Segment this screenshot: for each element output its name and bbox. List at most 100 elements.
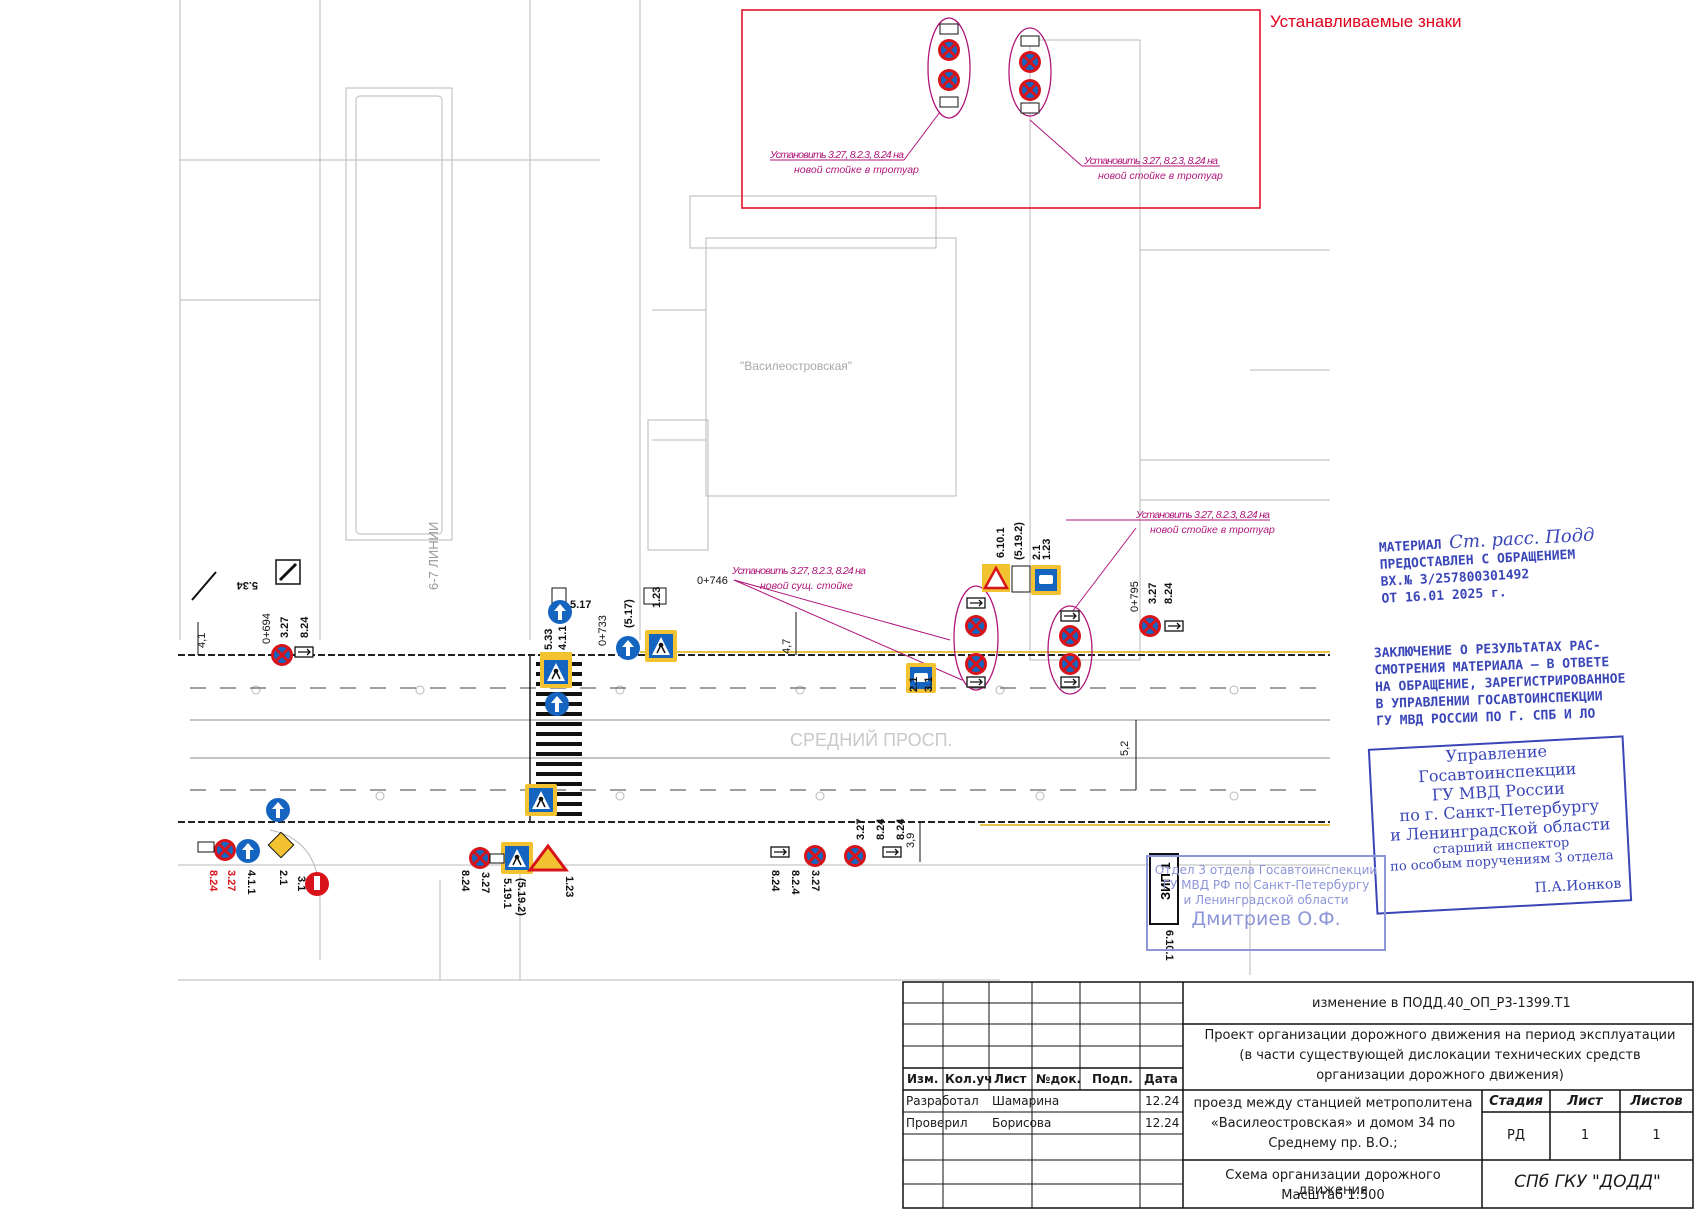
svg-text:2.1: 2.1 <box>908 677 920 692</box>
chainage-0694: 0+694 <box>261 613 273 644</box>
chainage-0733: 0+733 <box>597 615 609 646</box>
svg-text:8.24: 8.24 <box>875 818 887 840</box>
sign-group-ellipse-1 <box>953 585 999 691</box>
svg-text:3.27: 3.27 <box>855 819 867 840</box>
svg-text:2.1: 2.1 <box>277 870 289 885</box>
svg-text:3.1: 3.1 <box>923 677 935 692</box>
svg-text:8.2.4: 8.2.4 <box>789 870 801 895</box>
header-izm: Изм. <box>907 1072 939 1086</box>
sign-group-crossing-bottom <box>467 783 569 875</box>
note-new-pole-2: Установить 3.27, 8.2.3, 8.24 на <box>1083 155 1218 167</box>
metro-station-label: "Василеостровская" <box>740 359 852 373</box>
svg-text:новой сущ. стойке: новой сущ. стойке <box>760 580 853 592</box>
sign-group-123-517 <box>982 564 1061 595</box>
sheet-value: 1 <box>1580 1128 1590 1143</box>
header-list: Лист <box>994 1072 1027 1086</box>
stage-value: РД <box>1507 1128 1525 1143</box>
date-checked: 12.24 <box>1145 1116 1180 1130</box>
stage-header: Стадия <box>1489 1094 1543 1109</box>
svg-text:6.10.1: 6.10.1 <box>995 527 1007 558</box>
sign-group-ellipse-2 <box>1047 605 1093 695</box>
chainage-0795: 0+795 <box>1129 581 1141 612</box>
zip-1-box: ЗИП 1 <box>1149 853 1179 925</box>
svg-text:3.27: 3.27 <box>279 617 291 638</box>
chainage-0746: 0+746 <box>697 575 728 587</box>
installed-sign-group-1 <box>927 17 971 119</box>
dimension-4-7: 4,7 <box>781 639 793 654</box>
svg-text:8.24: 8.24 <box>1163 582 1175 604</box>
scale-label: Масштаб 1:500 <box>1281 1188 1385 1203</box>
installed-signs-title: Устанавливаемые знаки <box>1270 12 1462 31</box>
sheet-title: Схема организации дорожного движения <box>1225 1168 1441 1198</box>
svg-text:1.23: 1.23 <box>651 587 663 608</box>
svg-text:5.19.1: 5.19.1 <box>501 878 513 909</box>
name-developed: Шамарина <box>992 1094 1060 1108</box>
change-reference: изменение в ПОДД.40_ОП_Р3-1399.Т1 <box>1312 996 1571 1011</box>
svg-text:3.27: 3.27 <box>225 870 237 891</box>
sheets-value: 1 <box>1652 1128 1661 1143</box>
svg-text:5.33: 5.33 <box>543 629 555 650</box>
main-avenue-label: СРЕДНИЙ ПРОСП. <box>790 729 953 750</box>
svg-text:8.24: 8.24 <box>459 870 471 892</box>
dimension-4-1: 4,1 <box>196 633 208 648</box>
project-title: Проект организации дорожного движения на… <box>1204 1028 1676 1083</box>
sheets-header: Листов <box>1630 1094 1683 1109</box>
header-kol: Кол.уч <box>945 1072 993 1086</box>
note-new-pole-3: Установить 3.27, 8.2.3, 8.24 на <box>1135 509 1270 521</box>
svg-text:3.27: 3.27 <box>479 872 491 893</box>
svg-text:(5.19.2): (5.19.2) <box>515 878 527 916</box>
roadway <box>178 651 1330 826</box>
svg-text:(5.19.2): (5.19.2) <box>1013 522 1025 560</box>
sign-group-534 <box>191 559 301 601</box>
location-title: проезд между станцией метрополитена «Вас… <box>1193 1096 1473 1151</box>
side-street-label: 6-7 ЛИНИИ <box>426 522 441 590</box>
header-ndoc: №док. <box>1036 1072 1082 1086</box>
svg-text:8.24: 8.24 <box>299 616 311 638</box>
installed-sign-group-2 <box>1008 27 1052 117</box>
role-developed: Разработал <box>906 1094 979 1108</box>
svg-text:8.24: 8.24 <box>895 818 907 840</box>
role-checked: Проверил <box>906 1116 968 1130</box>
svg-text:новой стойке в тротуар: новой стойке в тротуар <box>1098 170 1223 182</box>
svg-text:2.1: 2.1 <box>1031 545 1043 560</box>
header-data: Дата <box>1144 1072 1178 1086</box>
annotation-notes: Установить 3.27, 8.2.3, 8.24 на новой ст… <box>731 149 1275 592</box>
organization-name: СПб ГКУ "ДОДД" <box>1514 1172 1661 1192</box>
conclusion-stamp: ЗАКЛЮЧЕНИЕ О РЕЗУЛЬТАТАХ РАС- СМОТРЕНИЯ … <box>1373 638 1626 730</box>
sign-group-left-bottom <box>197 798 329 896</box>
svg-text:3.27: 3.27 <box>809 870 821 891</box>
note-new-pole-1: Установить 3.27, 8.2.3, 8.24 на <box>769 149 904 161</box>
zip-label: ЗИП 1 <box>1158 862 1173 900</box>
sign-group-533-left <box>539 587 573 716</box>
sign-group-411 <box>616 587 678 663</box>
svg-text:3.27: 3.27 <box>1147 583 1159 604</box>
department-3-stamp: Отдел 3 отдела Госавтоинспекции ГУ МВД Р… <box>1146 855 1386 951</box>
svg-text:5.17: 5.17 <box>570 599 591 611</box>
name-checked: Борисова <box>992 1116 1052 1130</box>
svg-text:1.23: 1.23 <box>563 876 575 897</box>
svg-text:5.34: 5.34 <box>236 579 258 591</box>
dimension-5-2: 5,2 <box>1119 741 1131 756</box>
sign-code-labels: 3.27 8.24 5.33 4.1.1 5.17 (5.17) 1.23 2.… <box>207 522 1175 961</box>
title-block-grid <box>902 981 1694 1209</box>
gai-inspector-stamp: Управление Госавтоинспекции ГУ МВД Росси… <box>1367 735 1633 915</box>
dimension-3-9: 3,9 <box>905 833 917 848</box>
svg-text:(5.17): (5.17) <box>623 599 635 628</box>
svg-text:1.23: 1.23 <box>1041 539 1053 560</box>
svg-text:8.24: 8.24 <box>207 870 219 892</box>
sheet-header: Лист <box>1567 1094 1603 1109</box>
sign-group-0694 <box>269 642 314 668</box>
installed-signs-frame <box>741 9 1261 209</box>
svg-text:4.1.1: 4.1.1 <box>245 870 257 894</box>
svg-text:8.24: 8.24 <box>769 870 781 892</box>
base-map <box>178 0 1330 981</box>
svg-text:6.10.1: 6.10.1 <box>1163 930 1175 961</box>
sign-group-0795 <box>1137 613 1184 639</box>
svg-text:3.1: 3.1 <box>295 876 307 891</box>
svg-text:новой стойке в тротуар: новой стойке в тротуар <box>794 164 919 176</box>
sign-group-bottom-mid <box>770 843 902 869</box>
date-developed: 12.24 <box>1145 1094 1180 1108</box>
svg-text:новой стойке в тротуар: новой стойке в тротуар <box>1150 524 1275 536</box>
header-podp: Подп. <box>1092 1072 1133 1086</box>
